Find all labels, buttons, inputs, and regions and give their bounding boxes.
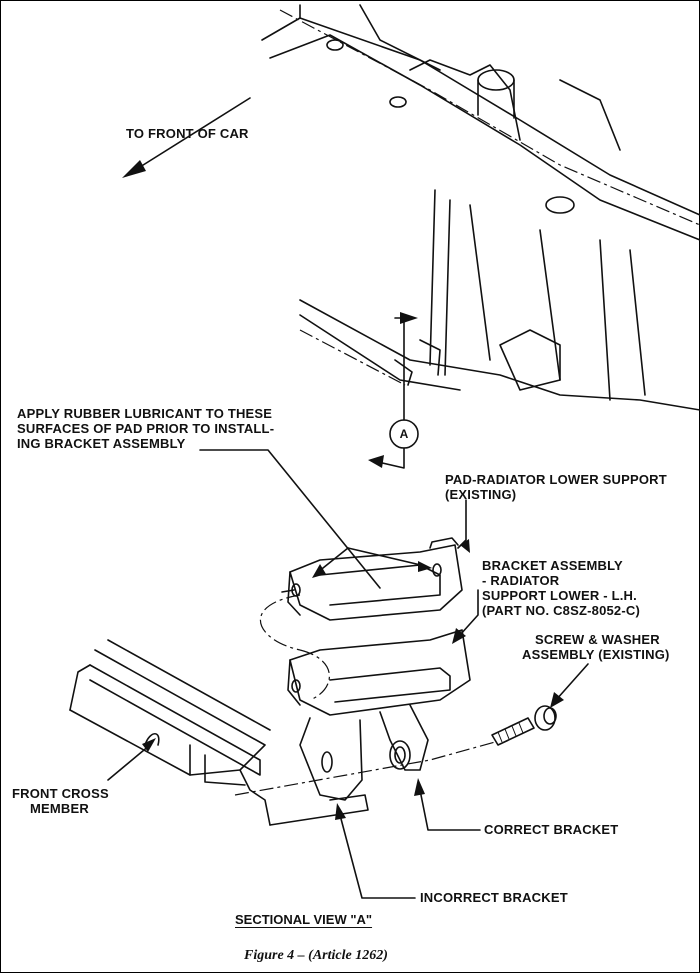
cross-member-leader <box>107 738 156 781</box>
bracket-leader <box>452 589 479 644</box>
lubricant-label-3: ING BRACKET ASSEMBLY <box>17 436 186 451</box>
radiator-pad <box>281 537 463 621</box>
lubricant-label-2: SURFACES OF PAD PRIOR TO INSTALL- <box>17 421 275 436</box>
correct-bracket-label: CORRECT BRACKET <box>484 822 619 837</box>
pad-label-2: (EXISTING) <box>445 487 517 502</box>
to-front-label: TO FRONT OF CAR <box>126 126 249 141</box>
lubricant-leaders <box>199 449 432 589</box>
front-direction-arrow <box>122 97 251 178</box>
bracket-label-4: (PART NO. C8SZ-8052-C) <box>482 603 641 618</box>
view-a-leaders <box>368 312 419 469</box>
screw-leader <box>550 663 589 708</box>
screw-and-washer <box>491 705 557 746</box>
lubricant-label-1: APPLY RUBBER LUBRICANT TO THESE <box>17 406 273 421</box>
pad-connector-dashed <box>259 594 301 651</box>
sectional-view-title: SECTIONAL VIEW "A" <box>235 912 373 927</box>
pad-leader <box>457 499 470 553</box>
front-cross-member <box>69 639 271 826</box>
correct-bracket-leader <box>414 778 481 831</box>
assembly-axis <box>234 741 496 796</box>
incorrect-bracket-label: INCORRECT BRACKET <box>420 890 568 905</box>
pad-label-1: PAD-RADIATOR LOWER SUPPORT <box>445 472 667 487</box>
pad-connector-dashed-2 <box>299 649 330 701</box>
bracket-label-2: - RADIATOR <box>482 573 560 588</box>
figure-caption: Figure 4 – (Article 1262) <box>244 948 388 963</box>
incorrect-bracket-leader <box>335 803 416 899</box>
bracket-label-1: BRACKET ASSEMBLY <box>482 558 623 573</box>
screw-label-2: ASSEMBLY (EXISTING) <box>522 647 670 662</box>
screw-label-1: SCREW & WASHER <box>535 632 660 647</box>
cross-member-label-1: FRONT CROSS <box>12 786 109 801</box>
bracket-label-3: SUPPORT LOWER - L.H. <box>482 588 637 603</box>
cross-member-label-2: MEMBER <box>30 801 89 816</box>
bracket-assembly <box>269 629 471 826</box>
radiator-support-structure <box>261 4 700 411</box>
view-marker-a: A <box>399 427 409 441</box>
